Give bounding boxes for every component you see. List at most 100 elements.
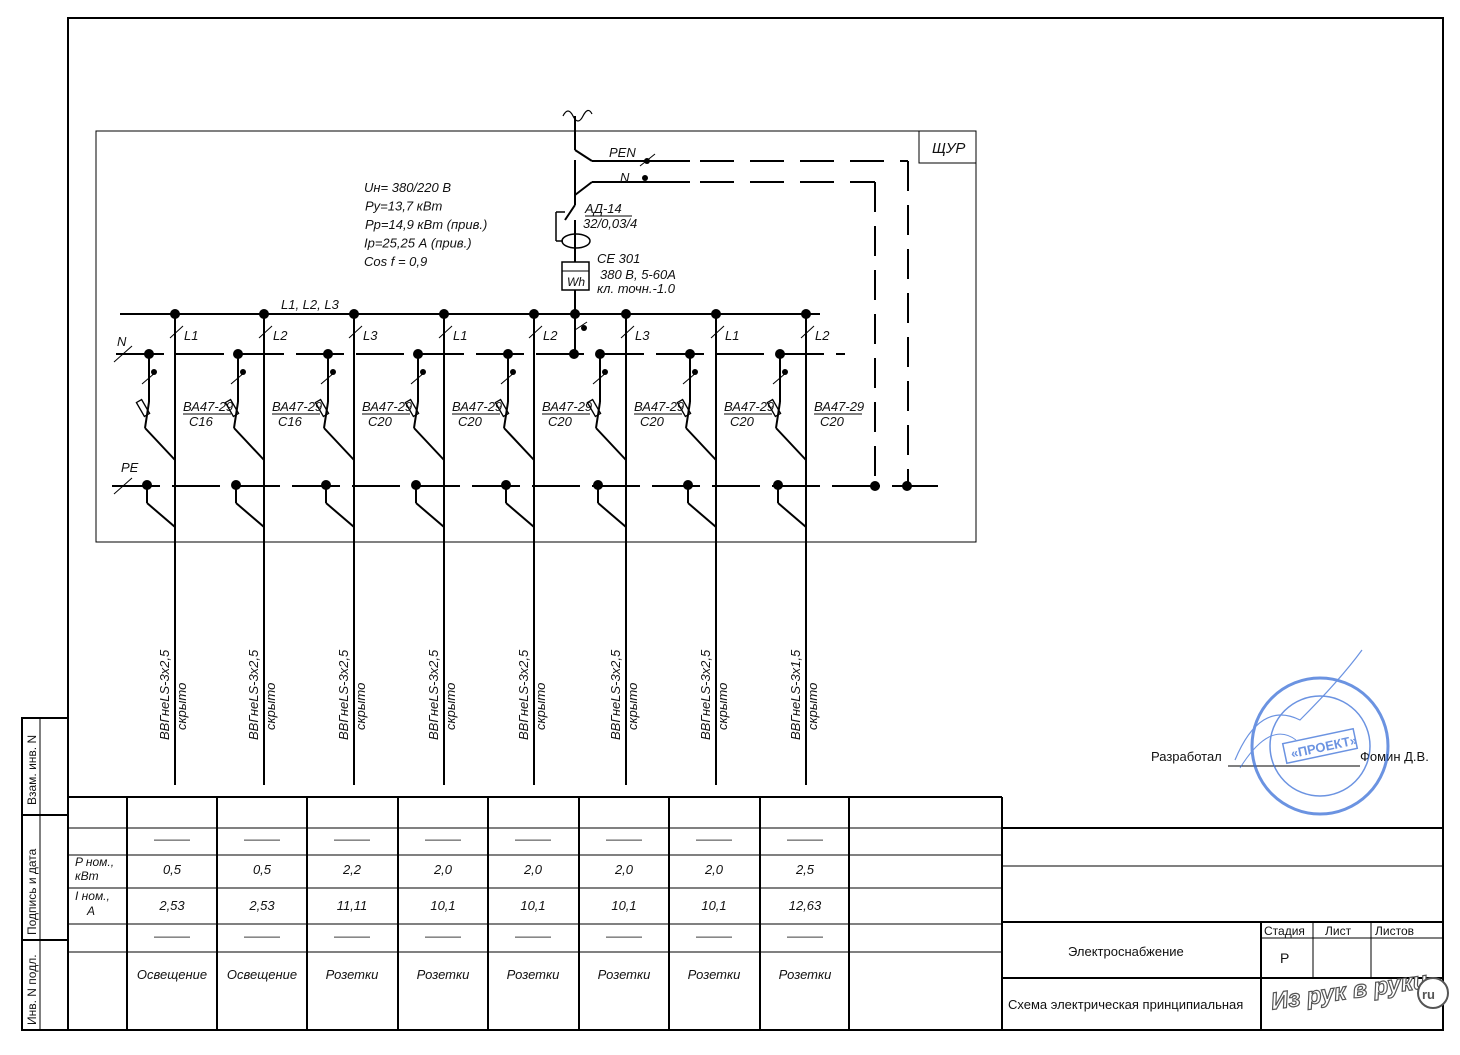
dash-bottom: ———: [425, 929, 461, 943]
cable-install: скрыто: [805, 683, 820, 730]
stage-value: Р: [1280, 950, 1289, 966]
breaker-rating: С20: [820, 414, 845, 429]
dash-top: ———: [787, 832, 823, 846]
drawing-frame: [67, 17, 1444, 1031]
dash-bottom: ———: [606, 929, 642, 943]
phase-label: L3: [363, 328, 378, 343]
i-nominal: 10,1: [611, 898, 636, 913]
breaker-type: ВА47-29: [452, 399, 502, 414]
breaker-rating: С16: [278, 414, 303, 429]
i-nominal: 2,53: [158, 898, 185, 913]
breaker-trip: [135, 398, 151, 418]
i-nominal: 2,53: [248, 898, 275, 913]
breaker-rating: С20: [368, 414, 393, 429]
dash-bottom: ———: [244, 929, 280, 943]
param-line: Cos f = 0,9: [364, 254, 427, 269]
phase-label: L1: [184, 328, 198, 343]
breaker-type: ВА47-29: [542, 399, 592, 414]
dash-top: ———: [244, 832, 280, 846]
breaker-trip: [404, 398, 420, 418]
side-stamp: Взам. инв. N Подпись и дата Инв. N подл.: [21, 717, 69, 1031]
project-name: Электроснабжение: [1068, 944, 1184, 959]
incoming-supply: PEN N АД-14 32/0,03/4 Wh CE 301 380 В, 5…: [555, 109, 909, 486]
meter-class: кл. точн.-1.0: [597, 281, 676, 296]
cable-type: ВВГнеLS-3х2,5: [157, 649, 172, 740]
breaker-trip: [766, 398, 782, 418]
n-bus-label: N: [117, 334, 127, 349]
rcd-rating: 32/0,03/4: [583, 216, 637, 231]
p-nominal: 2,0: [433, 862, 453, 877]
cable-install: скрыто: [353, 683, 368, 730]
phase-label: L1: [725, 328, 739, 343]
p-nominal: 2,0: [523, 862, 543, 877]
contact-dot: [420, 369, 426, 375]
panel-name-box: [918, 130, 977, 164]
stamp-signature-date: Подпись и дата: [25, 848, 39, 935]
p-nominal: 2,2: [342, 862, 362, 877]
param-line: Pу=13,7 кВт: [365, 199, 442, 214]
dash-top: ———: [696, 832, 732, 846]
cable-install: скрыто: [443, 683, 458, 730]
contact-dot: [782, 369, 788, 375]
i-label-2: А: [86, 904, 95, 918]
contact-dot: [602, 369, 608, 375]
breaker-trip: [224, 398, 240, 418]
contact-dot: [692, 369, 698, 375]
p-nominal: 2,0: [614, 862, 634, 877]
cable-install: скрыто: [715, 683, 730, 730]
cable-type: ВВГнеLS-3х2,5: [336, 649, 351, 740]
cable-type: ВВГнеLS-3х2,5: [608, 649, 623, 740]
rcd-sensor: [561, 233, 591, 249]
drawing-title: Схема электрическая принципиальная: [1008, 997, 1243, 1012]
company-seal: «ПРОЕКТ»: [1234, 649, 1390, 816]
phase-label: L3: [635, 328, 650, 343]
contact-dot: [240, 369, 246, 375]
p-nominal: 0,5: [163, 862, 182, 877]
i-nominal: 11,11: [337, 898, 368, 913]
i-nominal: 10,1: [701, 898, 726, 913]
stage-label: Стадия: [1264, 924, 1305, 938]
dash-bottom: ———: [515, 929, 551, 943]
i-nominal: 10,1: [430, 898, 455, 913]
p-label-1: P ном.,: [75, 855, 114, 869]
title-block: Стадия Лист Листов Р Электроснабжение Сх…: [1002, 749, 1443, 1030]
cable-install: скрыто: [174, 683, 189, 730]
breaker-rating: С20: [548, 414, 573, 429]
meter-symbol: Wh: [567, 275, 585, 289]
dash-top: ———: [154, 832, 190, 846]
breaker-type: ВА47-29: [272, 399, 322, 414]
p-nominal: 2,0: [704, 862, 724, 877]
dash-top: ———: [334, 832, 370, 846]
i-nominal: 12,63: [789, 898, 822, 913]
breaker-type: ВА47-29: [634, 399, 684, 414]
breaker-rating: С20: [640, 414, 665, 429]
breaker-trip: [676, 398, 692, 418]
i-nominal: 10,1: [520, 898, 545, 913]
load-name: Розетки: [779, 967, 832, 982]
cable-install: скрыто: [263, 683, 278, 730]
contact-dot: [330, 369, 336, 375]
breaker-type: ВА47-29: [362, 399, 412, 414]
sheet-label: Лист: [1325, 924, 1352, 938]
param-line: Uн= 380/220 В: [364, 180, 451, 195]
cable-type: ВВГнеLS-3х2,5: [246, 649, 261, 740]
n-supply-label: N: [620, 170, 630, 185]
watermark-text: Из рук в руки: [1269, 967, 1429, 1016]
breaker-type: ВА47-29: [724, 399, 774, 414]
breaker-rating: С16: [189, 414, 214, 429]
dash-bottom: ———: [334, 929, 370, 943]
stamp-replaced-inv: Взам. инв. N: [25, 735, 39, 805]
panel-name: ЩУР: [932, 140, 965, 157]
load-name: Розетки: [688, 967, 741, 982]
watermark: Из рук в руки ru: [1269, 966, 1449, 1016]
cable-type: ВВГнеLS-3х2,5: [698, 649, 713, 740]
dash-top: ———: [425, 832, 461, 846]
